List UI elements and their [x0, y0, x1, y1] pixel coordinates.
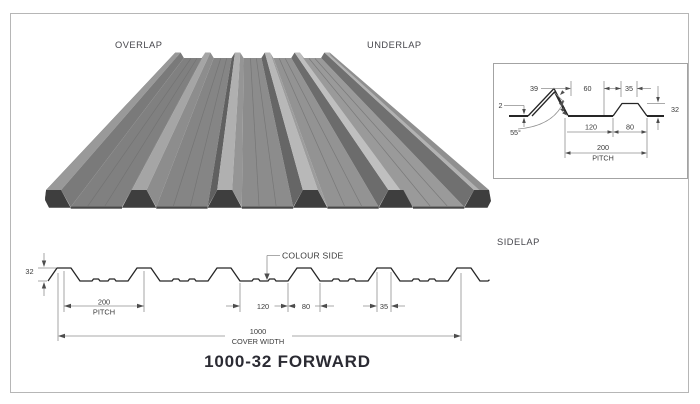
profile-dim-200: 200 [98, 298, 110, 307]
profile-dim-32: 32 [25, 267, 33, 276]
underlap-label: UNDERLAP [367, 40, 422, 50]
profile-dim-35: 35 [380, 302, 388, 311]
inset-pitch-label: PITCH [592, 154, 614, 163]
sheet-3d-render [45, 52, 491, 209]
inset-dim-32: 32 [671, 105, 679, 114]
pan-face [241, 58, 294, 207]
rib-face [61, 52, 184, 207]
profile-cover-label: COVER WIDTH [232, 337, 285, 346]
page-title: 1000-32 FORWARD [204, 352, 371, 371]
profile-dim-120: 120 [257, 302, 269, 311]
front-edge-strips [70, 206, 465, 209]
rib-face [264, 52, 318, 190]
rib-face [321, 52, 474, 207]
sheet-right-edge [329, 52, 491, 200]
inset-dim-2: 2 [499, 101, 503, 110]
inset-dim-80: 80 [626, 123, 634, 132]
pan-face [70, 58, 202, 207]
rib-face [146, 52, 214, 207]
inset-dim-200: 200 [597, 143, 609, 152]
front-cut-faces [45, 190, 491, 208]
rib-face [261, 52, 303, 207]
pan-face [273, 58, 379, 207]
profile-extension-lines [38, 267, 462, 341]
colour-side-label: COLOUR SIDE [282, 251, 343, 261]
sidelap-label: SIDELAP [497, 237, 540, 247]
pan-face [303, 58, 465, 207]
inset-dim-55: 55° [510, 128, 521, 137]
profile-drawing: 32 200 PITCH 120 80 35 1000 COVER WIDTH … [25, 251, 490, 346]
pan-stiffener-lines [87, 58, 448, 207]
rib-face [131, 52, 211, 190]
inset-dim-60: 60 [584, 84, 592, 93]
inset-dim-39: 39 [530, 84, 538, 93]
rib-face [207, 52, 235, 207]
pan-face [156, 58, 232, 207]
inset-2-leader [504, 105, 525, 127]
inset-39-leader [541, 88, 566, 103]
rib-face [270, 52, 328, 207]
profile-dim-1000: 1000 [250, 327, 266, 336]
overlap-label: OVERLAP [115, 40, 163, 50]
rib-face [217, 52, 241, 190]
detail-inset: 39 2 55° 60 35 32 120 80 200 PITCH [493, 63, 688, 179]
inset-dim-35: 35 [625, 84, 633, 93]
rib-face [291, 52, 389, 207]
detail-inset-drawing: 39 2 55° 60 35 32 120 80 200 PITCH [499, 81, 679, 163]
profile-pitch-label: PITCH [93, 308, 115, 317]
rib-face [232, 52, 244, 207]
inset-rib [612, 102, 648, 117]
inset-extension-lines [564, 81, 665, 158]
inset-dim-120: 120 [585, 123, 597, 132]
inset-peak-inner [531, 91, 567, 117]
rib-face [46, 52, 181, 190]
rib-face [122, 52, 206, 207]
profile-dim-80: 80 [302, 302, 310, 311]
profile-outline [47, 267, 490, 282]
colour-side-leader [266, 255, 280, 274]
